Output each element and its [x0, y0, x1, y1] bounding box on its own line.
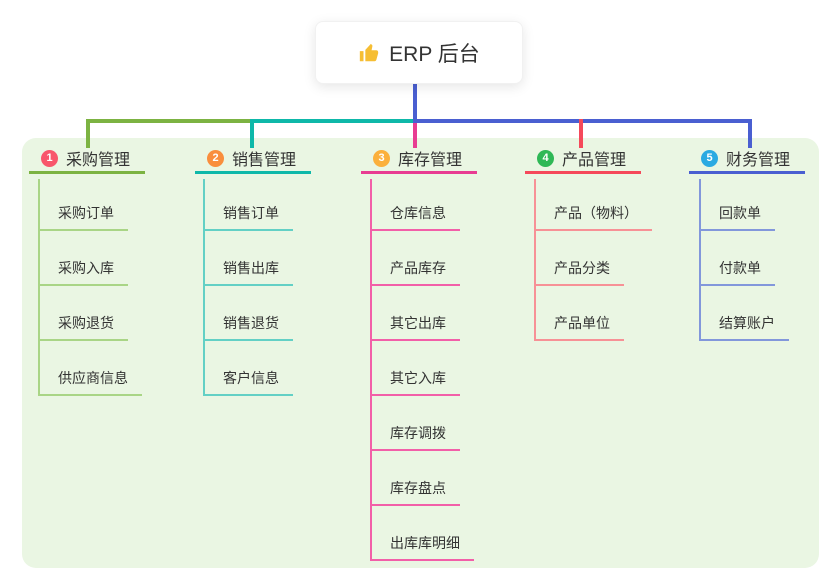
node-other-outbound[interactable]: 其它出库 — [370, 314, 460, 341]
branch-badge-1: 1 — [41, 149, 58, 167]
node-product-unit[interactable]: 产品单位 — [534, 314, 624, 341]
node-payment-bill[interactable]: 付款单 — [699, 259, 775, 286]
thumbs-up-icon — [358, 42, 380, 64]
branch-badge-5: 5 — [701, 149, 718, 167]
root-connector-line — [413, 82, 417, 121]
node-receipt-bill[interactable]: 回款单 — [699, 204, 775, 231]
drop-line-purchase — [86, 119, 90, 148]
node-outbound-detail[interactable]: 出库库明细 — [370, 534, 474, 561]
node-purchase-return[interactable]: 采购退货 — [38, 314, 128, 341]
branch-header-sales[interactable]: 2 销售管理 — [195, 149, 311, 174]
node-purchase-order[interactable]: 采购订单 — [38, 204, 128, 231]
child-rail-inventory — [370, 179, 372, 561]
node-sales-outbound[interactable]: 销售出库 — [203, 259, 293, 286]
child-rail-finance — [699, 179, 701, 341]
root-node-label: ERP 后台 — [389, 42, 480, 66]
bus-line-green — [86, 119, 254, 123]
root-node-erp[interactable]: ERP 后台 — [315, 21, 523, 84]
node-product-material[interactable]: 产品（物料） — [534, 204, 652, 231]
node-product-category[interactable]: 产品分类 — [534, 259, 624, 286]
branch-label-inventory: 库存管理 — [398, 152, 463, 169]
bus-line-teal — [250, 119, 417, 123]
drop-line-sales — [250, 119, 254, 148]
child-rail-product — [534, 179, 536, 341]
child-rail-purchase — [38, 179, 40, 396]
branch-badge-4: 4 — [537, 149, 554, 167]
node-product-stock[interactable]: 产品库存 — [370, 259, 460, 286]
branch-label-sales: 销售管理 — [232, 152, 297, 169]
branch-header-purchase[interactable]: 1 采购管理 — [29, 149, 145, 174]
node-sales-return[interactable]: 销售退货 — [203, 314, 293, 341]
branch-header-product[interactable]: 4 产品管理 — [525, 149, 641, 174]
node-customer-info[interactable]: 客户信息 — [203, 369, 293, 396]
node-other-inbound[interactable]: 其它入库 — [370, 369, 460, 396]
node-settlement-account[interactable]: 结算账户 — [699, 314, 789, 341]
branch-label-finance: 财务管理 — [726, 152, 791, 169]
branch-badge-2: 2 — [207, 149, 224, 167]
branch-header-finance[interactable]: 5 财务管理 — [689, 149, 805, 174]
drop-line-product — [579, 119, 583, 148]
drop-line-finance — [748, 119, 752, 148]
branch-badge-3: 3 — [373, 149, 390, 167]
branch-label-product: 产品管理 — [562, 152, 627, 169]
node-purchase-inbound[interactable]: 采购入库 — [38, 259, 128, 286]
node-stock-transfer[interactable]: 库存调拨 — [370, 424, 460, 451]
node-supplier-info[interactable]: 供应商信息 — [38, 369, 142, 396]
branch-header-inventory[interactable]: 3 库存管理 — [361, 149, 477, 174]
node-sales-order[interactable]: 销售订单 — [203, 204, 293, 231]
node-stock-count[interactable]: 库存盘点 — [370, 479, 460, 506]
drop-line-inventory — [413, 123, 417, 148]
child-rail-sales — [203, 179, 205, 396]
branches-panel — [22, 138, 819, 568]
node-warehouse-info[interactable]: 仓库信息 — [370, 204, 460, 231]
branch-label-purchase: 采购管理 — [66, 152, 131, 169]
